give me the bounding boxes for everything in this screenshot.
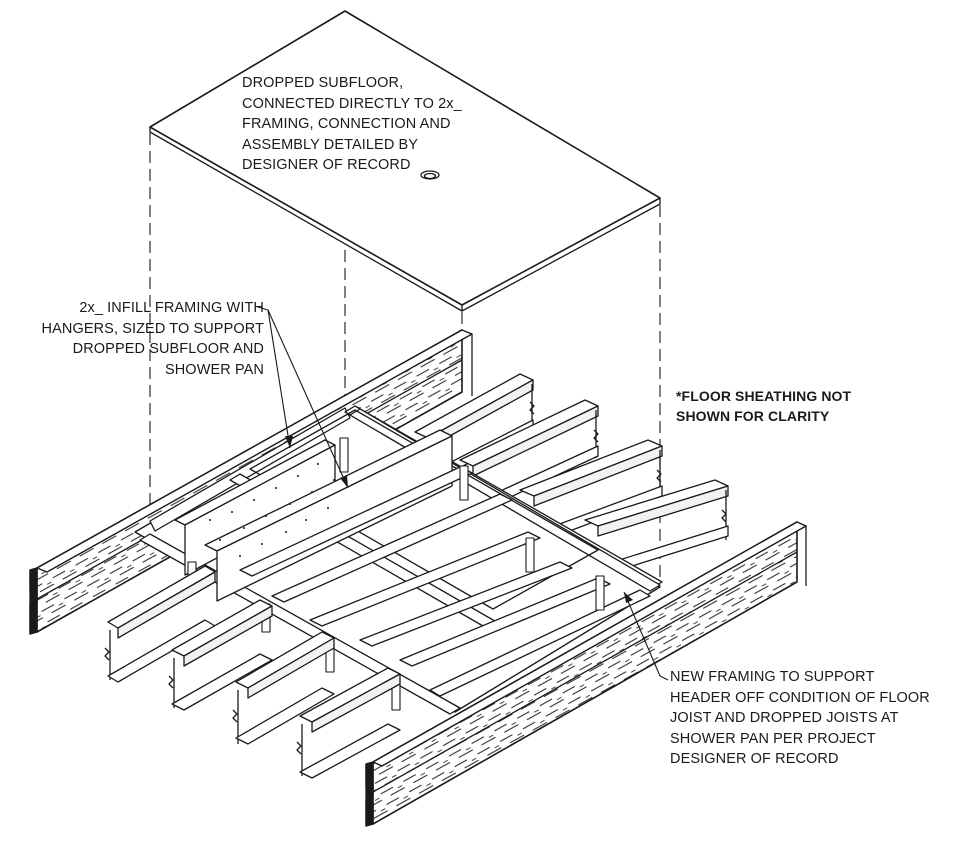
front-joist-1 (104, 565, 216, 683)
projection-lines (149, 133, 661, 582)
infill-note-line: 2x_ INFILL FRAMING WITH (79, 300, 264, 316)
new-framing-note-line: HEADER OFF CONDITION OF FLOOR (670, 689, 930, 706)
infill-note: 2x_ INFILL FRAMING WITH HANGERS, SIZED T… (42, 298, 264, 380)
sheathing-note-line: SHOWN FOR CLARITY (676, 408, 830, 424)
side-joist-4 (584, 479, 729, 577)
infill-note-line: SHOWER PAN (164, 361, 264, 378)
subfloor-note-line: DESIGNER OF RECORD (242, 157, 411, 173)
subfloor-panel (149, 10, 661, 312)
front-joists (104, 565, 401, 779)
infill-note-line: HANGERS, SIZED TO SUPPORT (41, 320, 264, 337)
new-framing-note-line: JOIST AND DROPPED JOISTS AT (670, 710, 899, 726)
front-joist-4 (296, 667, 401, 779)
new-framing-note: NEW FRAMING TO SUPPORT HEADER OFF CONDIT… (670, 667, 930, 770)
subfloor-note: DROPPED SUBFLOOR, CONNECTED DIRECTLY TO … (242, 73, 462, 176)
dropped-joists (174, 429, 651, 697)
sheathing-note-line: *FLOOR SHEATHING NOT (676, 388, 852, 404)
front-joist-2 (168, 599, 273, 711)
subfloor-note-line: CONNECTED DIRECTLY TO 2x_ (242, 95, 462, 112)
leader-arrows (285, 436, 633, 603)
new-framing-note-line: DESIGNER OF RECORD (670, 751, 839, 767)
subfloor-note-line: ASSEMBLY DETAILED BY (242, 136, 419, 153)
new-framing-note-line: NEW FRAMING TO SUPPORT (670, 669, 875, 685)
subfloor-note-line: FRAMING, CONNECTION AND (242, 116, 451, 132)
front-joist-3 (232, 631, 335, 745)
right-rim-beam (365, 521, 807, 827)
subfloor-note-line: DROPPED SUBFLOOR, (242, 75, 404, 91)
new-framing-note-line: SHOWER PAN PER PROJECT (670, 730, 876, 747)
infill-framing (134, 405, 663, 715)
infill-stipple (209, 463, 335, 557)
sheathing-note: *FLOOR SHEATHING NOT SHOWN FOR CLARITY (676, 386, 851, 426)
leader-lines (257, 306, 669, 681)
side-joist-2 (459, 399, 599, 517)
infill-note-line: DROPPED SUBFLOOR AND (72, 341, 264, 357)
